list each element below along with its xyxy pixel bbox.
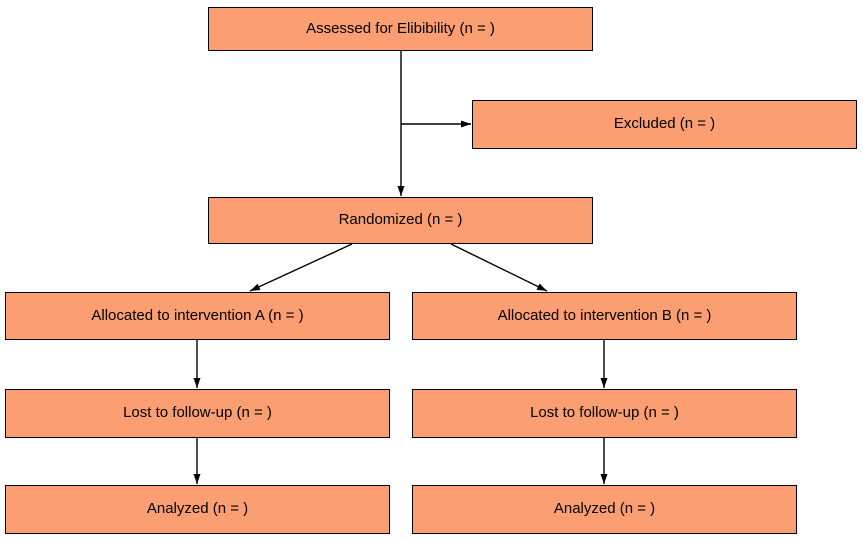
allocated-intervention-b-box: Allocated to intervention B (n = ) bbox=[412, 292, 797, 340]
analyzed-a-box: Analyzed (n = ) bbox=[5, 485, 390, 534]
excluded-label: Excluded (n = ) bbox=[613, 115, 716, 133]
allocated-intervention-a-label: Allocated to intervention A (n = ) bbox=[91, 306, 304, 324]
lost-to-follow-up-a-label: Lost to follow-up (n = ) bbox=[123, 404, 272, 422]
analyzed-a-label: Analyzed (n = ) bbox=[146, 500, 249, 518]
arrow-randomized-to-allocated-b bbox=[450, 243, 548, 292]
lost-to-follow-up-b-box: Lost to follow-up (n = ) bbox=[412, 389, 797, 438]
lost-to-follow-up-a-box: Lost to follow-up (n = ) bbox=[5, 389, 390, 438]
lost-to-follow-up-b-label: Lost to follow-up (n = ) bbox=[530, 404, 679, 422]
assessed-for-eligibility-box: Assessed for Elibibility (n = ) bbox=[208, 7, 593, 51]
analyzed-b-box: Analyzed (n = ) bbox=[412, 485, 797, 534]
assessed-for-eligibility-label: Assessed for Elibibility (n = ) bbox=[306, 19, 495, 37]
randomized-box: Randomized (n = ) bbox=[208, 197, 593, 244]
excluded-box: Excluded (n = ) bbox=[472, 100, 857, 149]
allocated-intervention-a-box: Allocated to intervention A (n = ) bbox=[5, 292, 390, 340]
arrow-randomized-to-allocated-a bbox=[249, 243, 353, 292]
randomized-label: Randomized (n = ) bbox=[338, 211, 463, 229]
analyzed-b-label: Analyzed (n = ) bbox=[553, 500, 656, 518]
allocated-intervention-b-label: Allocated to intervention B (n = ) bbox=[497, 306, 712, 324]
